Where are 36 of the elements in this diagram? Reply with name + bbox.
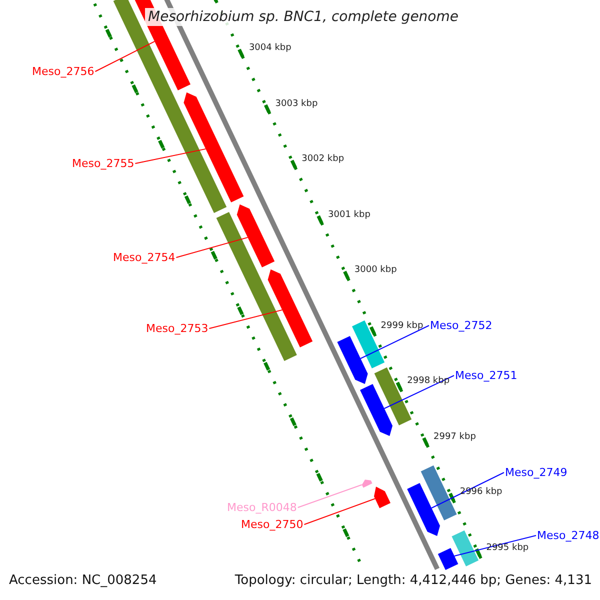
gene-bar [337, 336, 368, 384]
gene-label: Meso_2748 [537, 529, 600, 542]
scale-label: 3004 kbp [248, 43, 292, 54]
scale-label: 3001 kbp [328, 210, 370, 220]
leader-line [94, 40, 156, 72]
gene-bar [374, 486, 390, 508]
gene-label: Meso_R0048 [227, 501, 297, 514]
gene-label: Meso_2755 [72, 157, 134, 170]
leader-line [297, 484, 362, 508]
gene-label: Meso_2753 [146, 322, 208, 335]
leader-line [304, 498, 376, 525]
leader-line [431, 472, 504, 508]
gene-label: Meso_2749 [505, 466, 568, 479]
scale-label: 3002 kbp [302, 154, 344, 164]
scale-label: 2997 kbp [434, 432, 476, 442]
gene-bar [407, 483, 440, 536]
scale-label: 3000 kbp [354, 265, 397, 276]
gene-bar [184, 92, 244, 202]
leader-line [454, 535, 536, 556]
gene-label: Meso_2754 [113, 251, 176, 264]
leader-line [360, 325, 430, 359]
gene-bar [268, 269, 313, 348]
leader-line [134, 148, 206, 164]
gene-label: Meso_2751 [455, 369, 518, 382]
accession-text: Accession: NC_008254 [9, 573, 157, 588]
gene-label: Meso_2750 [241, 518, 304, 531]
gene-label: Meso_2756 [32, 65, 94, 78]
gene-bar [362, 480, 372, 488]
leader-line [176, 236, 248, 258]
gene-bar [438, 548, 458, 570]
leader-line [384, 375, 454, 409]
gene-bar [360, 384, 392, 436]
leader-line [208, 309, 283, 329]
scale-label: 2995 kbp [486, 542, 529, 553]
gene-bar [236, 204, 275, 268]
gene-label: Meso_2752 [430, 319, 492, 332]
